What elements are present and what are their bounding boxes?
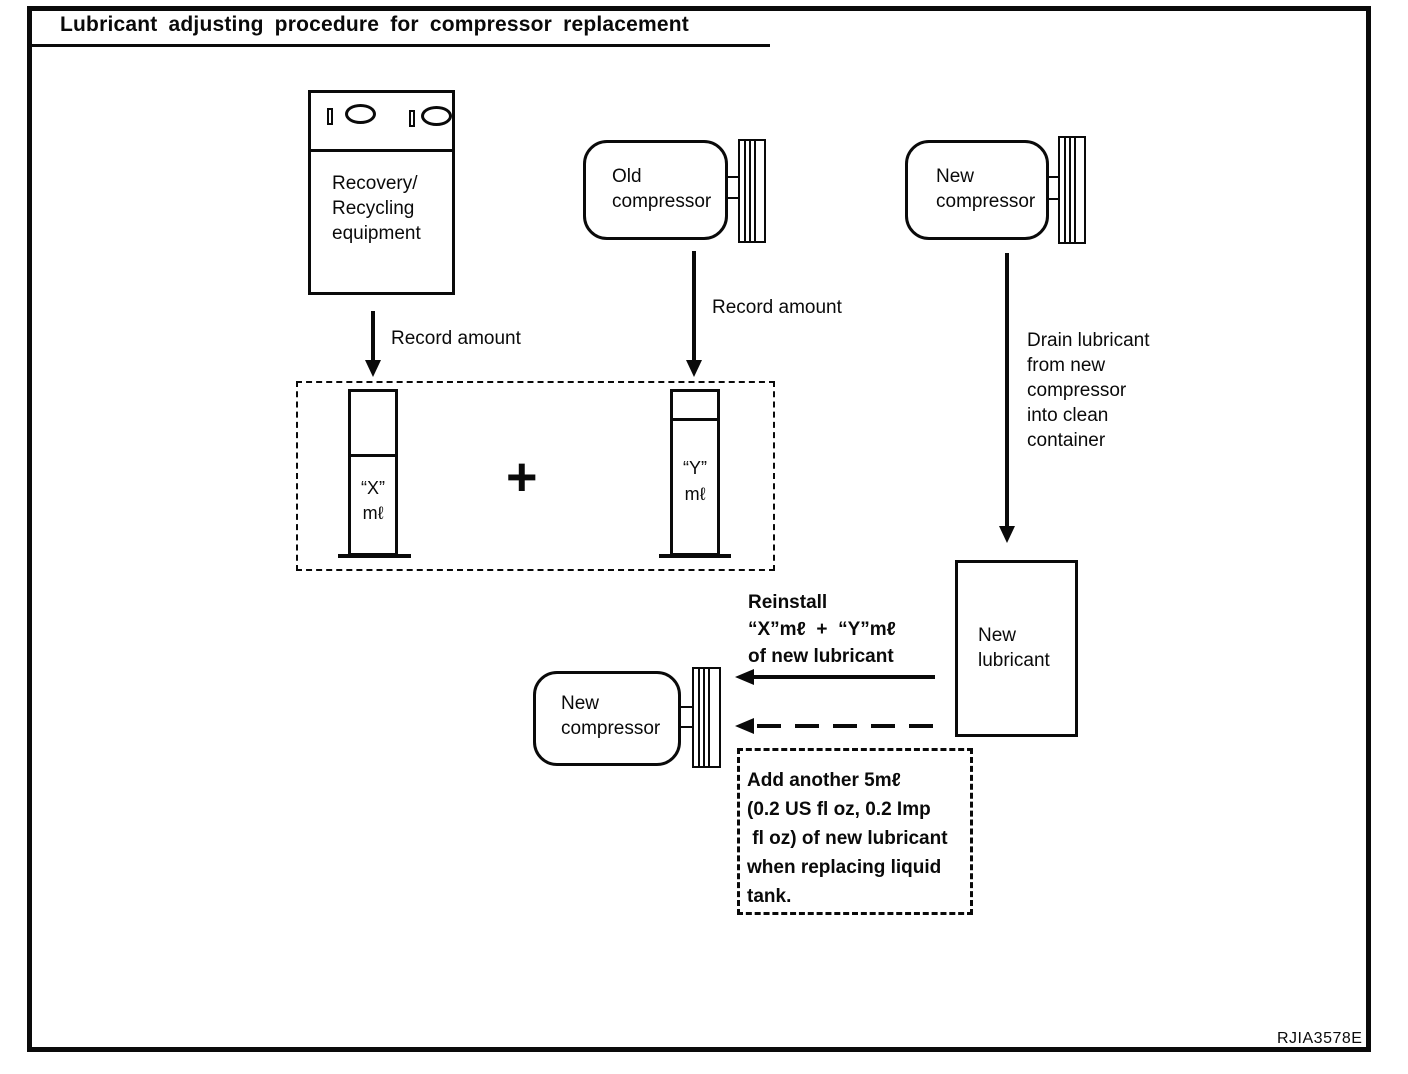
pulley-rib (754, 141, 756, 241)
arrow-old-compressor-down-shaft (692, 251, 696, 360)
cylinder-y-fill-line (673, 418, 717, 421)
old-compressor-label: Old compressor (612, 164, 711, 214)
cylinder-y-amount: “Y” (683, 458, 707, 478)
add-note-line: fl oz) of new lubricant (747, 828, 948, 849)
compressor-shaft-line (679, 706, 692, 708)
new-compressor-bottom-pulley-icon (692, 667, 721, 768)
compressor-shaft-line (1047, 176, 1059, 178)
new-compressor-top-label-line: New (936, 166, 975, 187)
reinstall-label-line: of new lubricant (748, 646, 894, 667)
drain-label-line: Drain lubricant (1027, 330, 1150, 351)
recovery-label-line: Recovery/ (332, 173, 418, 194)
drain-label-line: container (1027, 430, 1106, 451)
add-note-line: when replacing liquid (747, 857, 942, 878)
compressor-shaft-line (726, 197, 739, 199)
add-note-dashed-box: Add another 5mℓ (0.2 US fl oz, 0.2 Imp f… (737, 748, 973, 915)
record-amount-label-old: Record amount (712, 297, 842, 318)
figure-border (27, 6, 1371, 1052)
recovery-gauge-panel (308, 90, 455, 152)
new-compressor-bottom-label: New compressor (561, 691, 660, 741)
old-compressor-label-line: Old (612, 166, 642, 187)
arrow-recovery-down-shaft (371, 311, 375, 361)
pulley-rib (1064, 138, 1066, 242)
add-note-line: Add another 5mℓ (747, 770, 901, 791)
figure-code: RJIA3578E (1277, 1030, 1363, 1047)
compressor-shaft-line (1047, 198, 1059, 200)
recovery-label-line: equipment (332, 223, 421, 244)
pulley-rib (1069, 138, 1071, 242)
new-compressor-bottom-label-line: New (561, 693, 600, 714)
arrow-recovery-down-head-icon (365, 360, 381, 377)
old-compressor-box: Old compressor (583, 140, 728, 240)
new-lubricant-label-line: New (978, 625, 1017, 646)
new-compressor-bottom-label-line: compressor (561, 718, 661, 739)
new-compressor-top-label-line: compressor (936, 191, 1036, 212)
new-compressor-bottom-box: New compressor (533, 671, 681, 766)
measuring-cylinder-x: “X” mℓ (348, 389, 398, 556)
pulley-rib (744, 141, 746, 241)
arrow-reinstall-head-icon (735, 669, 754, 685)
arrow-add-note-dashed-shaft (757, 724, 940, 728)
recovery-label-line: Recycling (332, 198, 415, 219)
drain-lubricant-label: Drain lubricant from new compressor into… (1027, 328, 1150, 453)
reinstall-label-line: Reinstall (748, 592, 828, 613)
compressor-shaft-line (726, 176, 739, 178)
pulley-rib (1074, 138, 1076, 242)
new-lubricant-box: New lubricant (955, 560, 1078, 737)
pulley-rib (698, 669, 700, 766)
cylinder-y-unit: mℓ (684, 484, 706, 504)
pulley-rib (703, 669, 705, 766)
arrow-drain-down-head-icon (999, 526, 1015, 543)
title-underline (30, 44, 770, 47)
measuring-cylinder-y: “Y” mℓ (670, 389, 720, 556)
add-note-label: Add another 5mℓ (0.2 US fl oz, 0.2 Imp f… (747, 766, 948, 911)
arrow-add-note-head-icon (735, 718, 754, 734)
cylinder-x-fill-line (351, 454, 395, 457)
new-lubricant-label: New lubricant (978, 623, 1050, 673)
gauge-dial-icon (345, 104, 376, 124)
old-compressor-label-line: compressor (612, 191, 712, 212)
record-amount-label-recovery: Record amount (391, 328, 521, 349)
cylinder-y-base (659, 554, 731, 558)
old-compressor-pulley-icon (738, 139, 766, 243)
plus-sign: + (506, 447, 538, 507)
new-compressor-top-box: New compressor (905, 140, 1049, 240)
new-lubricant-label-line: lubricant (978, 650, 1050, 671)
cylinder-x-unit: mℓ (362, 503, 384, 523)
cylinder-x-base (338, 554, 411, 558)
gauge-dial-icon (421, 106, 452, 126)
add-note-line: (0.2 US fl oz, 0.2 Imp (747, 799, 931, 820)
new-compressor-top-pulley-icon (1058, 136, 1086, 244)
drain-label-line: into clean (1027, 405, 1109, 426)
drain-label-line: from new (1027, 355, 1106, 376)
arrow-reinstall-shaft (752, 675, 935, 679)
gauge-knob-icon (409, 110, 415, 127)
arrow-drain-down-shaft (1005, 253, 1009, 527)
reinstall-label-line: “X”mℓ + “Y”mℓ (748, 619, 896, 640)
add-note-line: tank. (747, 886, 792, 907)
compressor-shaft-line (679, 726, 692, 728)
arrow-old-compressor-down-head-icon (686, 360, 702, 377)
recovery-equipment-box: Recovery/ Recycling equipment (308, 90, 455, 295)
new-compressor-top-label: New compressor (936, 164, 1035, 214)
figure-title: Lubricant adjusting procedure for compre… (60, 13, 689, 36)
pulley-rib (749, 141, 751, 241)
reinstall-label: Reinstall “X”mℓ + “Y”mℓ of new lubricant (748, 589, 896, 670)
pulley-rib (708, 669, 710, 766)
drain-label-line: compressor (1027, 380, 1127, 401)
cylinder-x-amount: “X” (361, 478, 385, 498)
gauge-knob-icon (327, 108, 333, 125)
measured-lubricant-dashed-box (296, 381, 775, 571)
recovery-equipment-label: Recovery/ Recycling equipment (332, 171, 421, 246)
